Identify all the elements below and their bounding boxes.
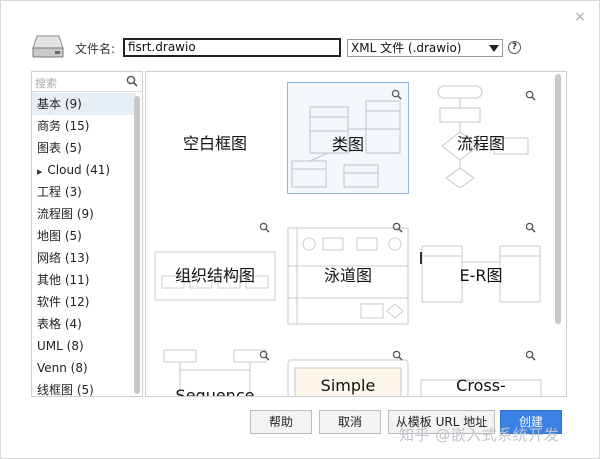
search-input[interactable]: 搜索 — [35, 77, 57, 90]
cross-functional-thumbnail — [420, 379, 542, 396]
tile-label: Simple — [320, 376, 376, 395]
template-grid: 空白框图 类图 — [145, 71, 567, 397]
category-item-wireframe[interactable]: 线框图 (5) — [37, 383, 94, 397]
tile-label: Sequence — [175, 386, 255, 397]
template-tile-class-diagram[interactable]: 类图 — [287, 82, 409, 194]
from-template-url-button[interactable]: 从模板 URL 地址 — [388, 410, 495, 434]
zoom-icon[interactable] — [525, 90, 536, 101]
file-row: 文件名: fisrt.drawio XML 文件 (.drawio) ? — [31, 32, 531, 62]
category-item-network[interactable]: 网络 (13) — [37, 251, 90, 265]
template-scrollbar[interactable] — [555, 74, 561, 324]
cancel-button[interactable]: 取消 — [319, 410, 381, 434]
zoom-icon[interactable] — [392, 222, 403, 233]
flowchart-thumbnail — [437, 85, 529, 189]
template-tile-org-chart[interactable]: 组织结构图 — [154, 218, 276, 330]
category-list: 基本 (9) 商务 (15) 图表 (5) ▶Cloud (41) 工程 (3)… — [32, 93, 136, 397]
category-item-tables[interactable]: 表格 (4) — [37, 317, 82, 331]
category-item-software[interactable]: 软件 (12) — [37, 295, 90, 309]
category-item-basic[interactable]: 基本 (9) — [32, 93, 136, 115]
template-tile-swimlane[interactable]: 泳道图 — [287, 218, 409, 330]
org-chart-thumbnail — [154, 251, 276, 301]
zoom-icon[interactable] — [259, 222, 270, 233]
category-item-charts[interactable]: 图表 (5) — [37, 141, 82, 155]
zoom-icon[interactable] — [391, 89, 402, 100]
template-tile-blank[interactable]: 空白框图 — [154, 82, 276, 194]
chevron-down-icon — [489, 45, 499, 52]
filename-label: 文件名: — [75, 42, 116, 56]
category-item-business[interactable]: 商务 (15) — [37, 119, 90, 133]
category-item-venn[interactable]: Venn (8) — [37, 361, 88, 375]
tile-label: 泳道图 — [323, 266, 372, 285]
help-icon[interactable]: ? — [508, 41, 521, 54]
category-scrollbar[interactable] — [134, 96, 140, 394]
drive-icon — [32, 35, 64, 58]
tile-label: 组织结构图 — [174, 266, 255, 285]
tile-label: E-R图 — [459, 266, 503, 285]
er-diagram-thumbnail — [420, 245, 541, 303]
zoom-icon[interactable] — [259, 350, 270, 361]
class-diagram-thumbnail — [291, 100, 401, 188]
template-tile-flowchart[interactable]: 流程图 — [420, 82, 542, 194]
category-item-uml[interactable]: UML (8) — [37, 339, 84, 353]
create-button[interactable]: 创建 — [500, 410, 562, 434]
search-box[interactable]: 搜索 — [32, 72, 142, 92]
triangle-right-icon: ▶ — [37, 168, 43, 176]
tile-label: 流程图 — [456, 134, 505, 153]
zoom-icon[interactable] — [525, 350, 536, 361]
category-item-maps[interactable]: 地图 (5) — [37, 229, 82, 243]
help-button[interactable]: 帮助 — [250, 410, 312, 434]
zoom-icon[interactable] — [525, 222, 536, 233]
category-panel: 搜索 基本 (9) 商务 (15) 图表 (5) ▶Cloud (41) 工程 … — [31, 71, 143, 397]
format-select[interactable]: XML 文件 (.drawio) — [347, 39, 503, 57]
category-item-engineering[interactable]: 工程 (3) — [37, 185, 82, 199]
search-icon[interactable] — [126, 75, 138, 87]
template-tile-er-diagram[interactable]: E-R图 — [420, 218, 542, 330]
template-tile-cross-functional[interactable]: Cross- — [420, 348, 542, 396]
template-tile-simple[interactable]: Simple — [287, 348, 409, 396]
tile-label: 空白框图 — [182, 134, 247, 153]
swimlane-thumbnail — [287, 227, 409, 325]
watermark: 知乎 @嵌入式系统开发 — [399, 426, 560, 444]
zoom-icon[interactable] — [392, 350, 403, 361]
tile-label: Cross- — [456, 376, 506, 395]
format-select-value: XML 文件 (.drawio) — [351, 41, 462, 55]
category-item-other[interactable]: 其他 (11) — [37, 273, 90, 287]
category-item-flowchart[interactable]: 流程图 (9) — [37, 207, 94, 221]
close-icon[interactable]: × — [574, 9, 586, 25]
simple-thumbnail — [287, 359, 409, 396]
template-tile-sequence[interactable]: Sequence — [154, 348, 276, 397]
filename-input[interactable]: fisrt.drawio — [123, 38, 341, 57]
tile-label: 类图 — [331, 135, 364, 154]
category-item-cloud[interactable]: ▶Cloud (41) — [37, 163, 111, 177]
